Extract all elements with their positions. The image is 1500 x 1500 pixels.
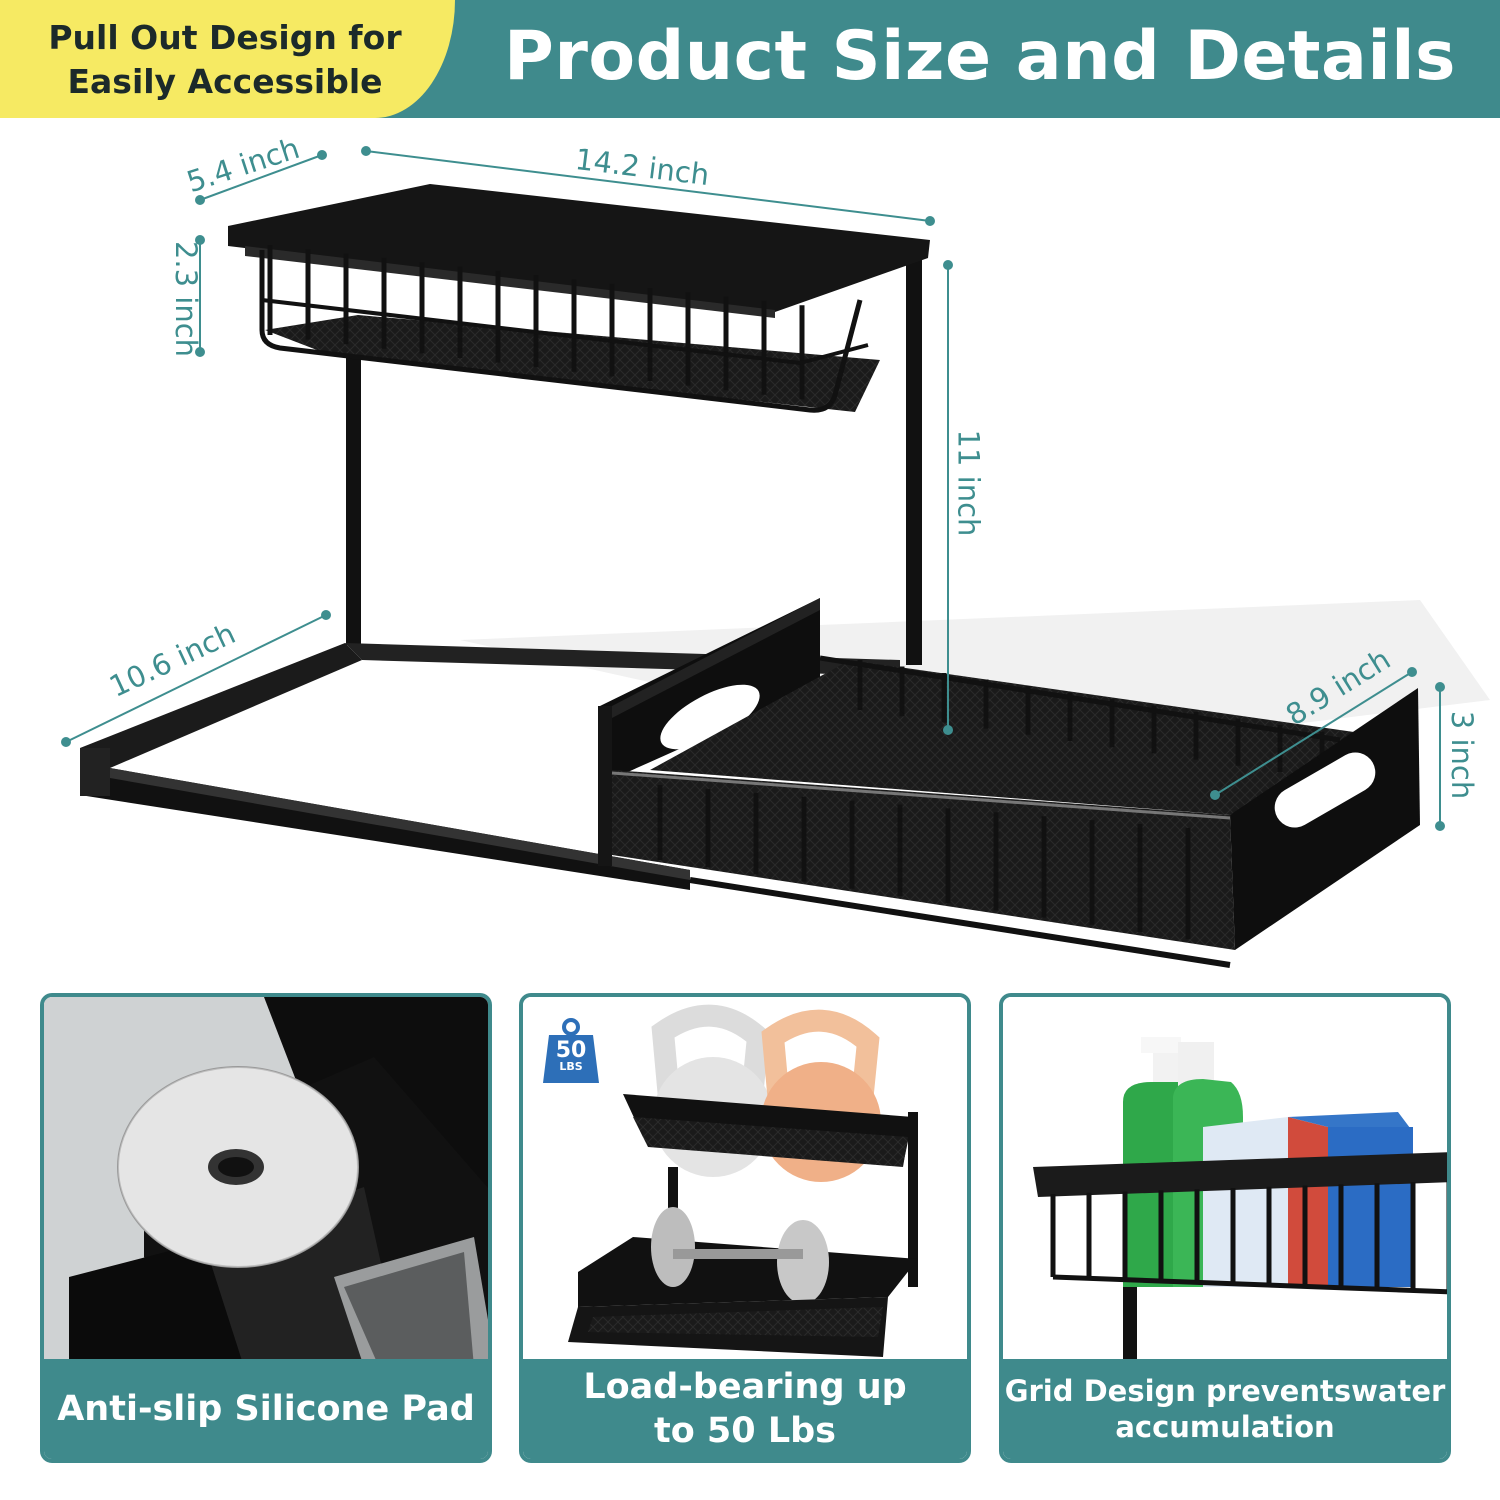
badge-line-2: Easily Accessible [67, 62, 383, 101]
caption-load-line-1: Load-bearing up [583, 1367, 907, 1407]
pull-out-drawer [598, 598, 1420, 968]
dim-top-height: 2.3 inch [169, 240, 204, 358]
dim-drawer-height: 3 inch [1445, 710, 1480, 800]
caption-grid-design: Grid Design preventswater accumulation [1003, 1359, 1447, 1459]
badge-line-1: Pull Out Design for [48, 18, 402, 57]
right-post [906, 245, 922, 665]
page-title: Product Size and Details [503, 17, 1456, 96]
dumbbell-icon [651, 1207, 829, 1304]
caption-grid-line-2: accumulation [1115, 1410, 1335, 1444]
base-frame [80, 643, 900, 890]
left-post [346, 355, 361, 645]
feature-badge: Pull Out Design for Easily Accessible [0, 0, 455, 118]
feature-card-grid-design: Grid Design preventswater accumulation [999, 993, 1451, 1463]
dimension-lines [61, 146, 1445, 831]
weight-number: 50 [555, 1038, 587, 1063]
caption-silicone-pad: Anti-slip Silicone Pad [44, 1359, 488, 1459]
header-banner: Pull Out Design for Easily Accessible Pr… [0, 0, 1500, 118]
dim-total-height: 11 inch [951, 429, 986, 537]
caption-grid-line-1: Grid Design preventswater [1004, 1374, 1446, 1408]
weight-icon [543, 1018, 599, 1083]
feature-card-silicone-pad: Anti-slip Silicone Pad [40, 993, 492, 1463]
feature-card-load-bearing: 50 LBS Load-bearing up to 50 Lbs [519, 993, 971, 1463]
caption-load-line-2: to 50 Lbs [653, 1411, 837, 1451]
weight-unit: LBS [559, 1060, 583, 1073]
product-illustration [61, 146, 1490, 968]
caption-load-bearing: Load-bearing up to 50 Lbs [523, 1359, 967, 1459]
top-basket [228, 184, 930, 413]
weight-badge: 50 LBS [541, 1017, 601, 1085]
badge-text: Pull Out Design for Easily Accessible [10, 16, 440, 104]
